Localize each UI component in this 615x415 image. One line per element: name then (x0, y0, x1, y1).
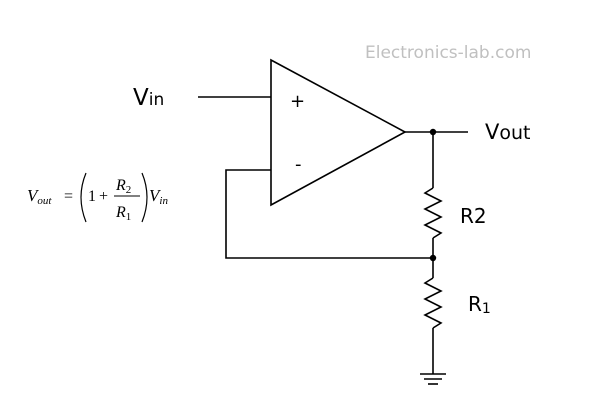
resistor-r1 (423, 277, 443, 329)
r1-label: R1 (468, 292, 491, 317)
vout-label: Vout (485, 120, 531, 144)
resistor-r2 (423, 187, 443, 239)
ground-icon (420, 373, 446, 385)
formula-right-paren (141, 172, 148, 223)
op-amp-triangle (270, 58, 407, 207)
formula-rhs: Vin (149, 186, 168, 207)
feedback-wire (225, 169, 433, 259)
non-inverting-sign: + (290, 91, 305, 112)
r2-label: R2 (460, 204, 487, 228)
formula-one: 1 (88, 188, 96, 205)
formula-equals: = (64, 188, 73, 205)
formula-plus: + (99, 188, 108, 205)
gain-formula: Vout = 1 + R2 R1 Vin (27, 172, 168, 223)
inverting-sign: - (295, 154, 302, 175)
formula-left-paren (80, 172, 87, 223)
formula-lhs: Vout (27, 186, 52, 207)
formula-denominator: R1 (115, 204, 131, 223)
vin-label: Vin (133, 85, 164, 111)
formula-numerator: R2 (115, 177, 131, 196)
watermark-text: Electronics-lab.com (365, 43, 531, 63)
